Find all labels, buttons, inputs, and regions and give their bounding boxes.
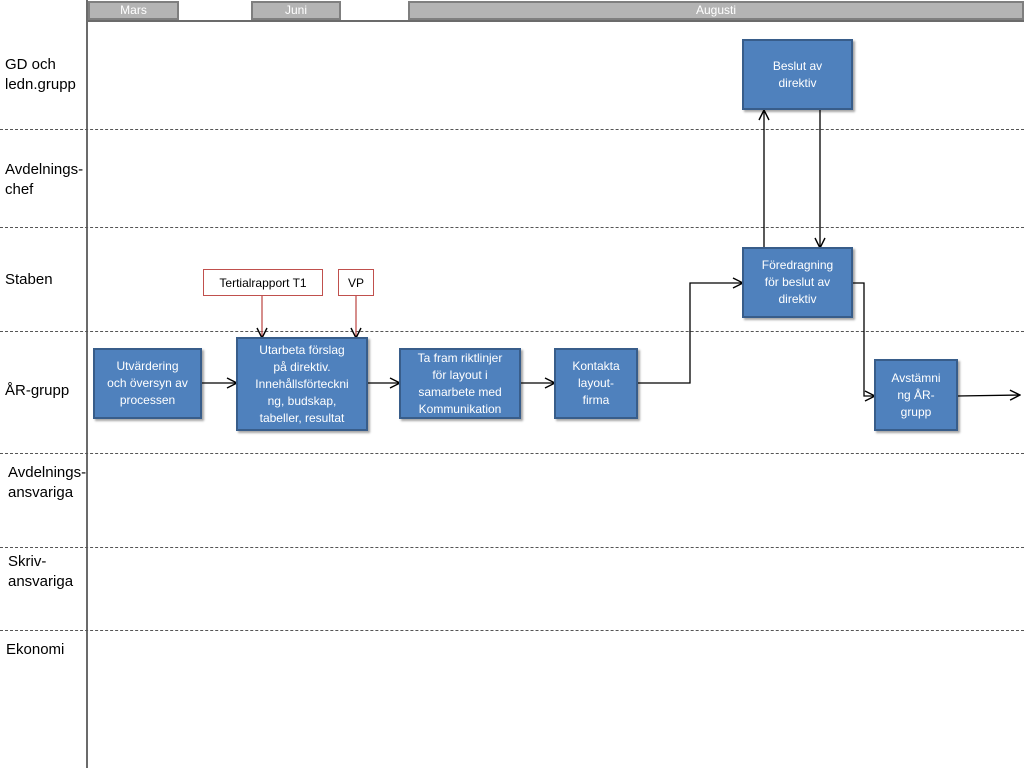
lane-label-avdelningschef: Avdelnings- chef: [5, 161, 84, 198]
lane-label-skrivansvariga: Skriv- ansvariga: [8, 553, 74, 590]
month-augusti: Augusti: [408, 1, 1024, 20]
month-mars: Mars: [88, 1, 179, 20]
lane-separator: [0, 129, 1024, 130]
box-foredragning: Föredragning för beslut av direktiv: [742, 247, 853, 318]
lane-label-gd: GD och ledn.grupp: [5, 56, 76, 93]
note-vp: VP: [338, 269, 374, 296]
box-avstamning-ar-grupp: Avstämni ng ÅR- grupp: [874, 359, 958, 431]
lane-separator: [0, 331, 1024, 332]
lane-label-avdelningsansvariga: Avdelnings- ansvariga: [8, 464, 87, 501]
lane-label-ar-grupp: ÅR-grupp: [5, 382, 70, 399]
arrow-avstamning-out: [956, 395, 1020, 396]
lane-separator: [0, 547, 1024, 548]
lane-label-staben: Staben: [5, 271, 53, 288]
box-utarbeta-forslag: Utarbeta förslag på direktiv. Innehållsf…: [236, 337, 368, 431]
arrow-foredragning-to-avstamning: [852, 282, 875, 396]
lane-label-ekonomi: Ekonomi: [6, 641, 65, 658]
box-utvardering: Utvärdering och översyn av processen: [93, 348, 202, 419]
lane-label-divider: [86, 0, 88, 768]
box-beslut-av-direktiv: Beslut av direktiv: [742, 39, 853, 110]
header-divider: [86, 20, 1024, 22]
lane-separator: [0, 630, 1024, 631]
lane-separator: [0, 227, 1024, 228]
note-tertialrapport: Tertialrapport T1: [203, 269, 323, 296]
box-kontakta-layoutfirma: Kontakta layout- firma: [554, 348, 638, 419]
box-riktlinjer-layout: Ta fram riktlinjer för layout i samarbet…: [399, 348, 521, 419]
lane-separator: [0, 453, 1024, 454]
month-juni: Juni: [251, 1, 341, 20]
arrow-kontakta-to-foredragning: [636, 283, 743, 384]
